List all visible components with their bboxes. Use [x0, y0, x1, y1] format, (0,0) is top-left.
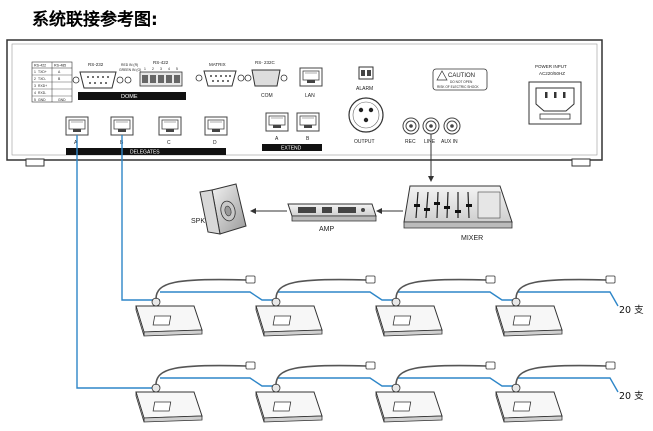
- svg-text:2: 2: [152, 67, 154, 71]
- svg-text:RS-232: RS-232: [88, 62, 104, 67]
- table-right-header: RS-485: [54, 64, 66, 68]
- svg-text:POWER INPUT: POWER INPUT: [535, 64, 567, 69]
- svg-text:DO NOT OPEN: DO NOT OPEN: [450, 80, 473, 84]
- speaker: SPK: [191, 183, 247, 235]
- power-input: POWER INPUT AC220/50HZ: [528, 64, 582, 125]
- delegate-microphone: [495, 275, 616, 337]
- svg-text:AUX IN: AUX IN: [441, 139, 458, 145]
- svg-text:3: 3: [160, 67, 162, 71]
- svg-text:AC220/50HZ: AC220/50HZ: [539, 71, 565, 76]
- alarm-port: ALARM: [356, 66, 374, 92]
- svg-text:RISK OF ELECTRIC SHOCK: RISK OF ELECTRIC SHOCK: [437, 85, 479, 89]
- svg-text:RED IN (R): RED IN (R): [121, 63, 138, 67]
- table-left-cell: TXD-: [38, 77, 46, 81]
- svg-text:GREEN IN (G): GREEN IN (G): [119, 68, 141, 72]
- svg-text:RS-422: RS-422: [153, 60, 169, 65]
- microphone-row-1: [135, 275, 616, 337]
- table-right-cell: A: [58, 70, 61, 74]
- matrix-port: MATRIX: [195, 62, 245, 87]
- extend-ports: A B EXTEND: [262, 112, 322, 152]
- page-title: 系统联接参考图:: [32, 10, 158, 30]
- table-index: 4: [34, 91, 36, 95]
- rs232-port: RS-232: [72, 62, 124, 89]
- svg-text:REC: REC: [405, 139, 416, 145]
- microphone-row-2: [135, 361, 616, 423]
- svg-text:LINE: LINE: [424, 139, 436, 145]
- row2-count: 20 支: [619, 390, 644, 402]
- delegate-port-label: A: [74, 140, 78, 146]
- svg-text:RS- 232C: RS- 232C: [255, 60, 276, 65]
- video-in-jacks: RED IN (R) GREEN IN (G): [119, 63, 141, 84]
- svg-text:OUTPUT: OUTPUT: [354, 139, 375, 145]
- extend-port-label: A: [275, 136, 279, 142]
- table-left-cell: RXD-: [38, 91, 46, 95]
- table-index: 2: [34, 77, 36, 81]
- amp-to-spk-cable: [250, 208, 287, 214]
- mixer-label: MIXER: [461, 235, 483, 242]
- pin-table: RS-422 RS-485 1 2 3 4 5 TXD+ TXD- RXD+ R…: [31, 61, 73, 103]
- amplifier: AMP: [287, 203, 377, 233]
- table-left-cell: GND: [38, 98, 46, 102]
- table-index: 1: [34, 70, 36, 74]
- delegate-cables: [76, 135, 619, 393]
- svg-text:CAUTION: CAUTION: [448, 73, 475, 79]
- row1-count: 20 支: [619, 304, 644, 316]
- delegate-microphone: [495, 361, 616, 423]
- com-port: RS- 232C COM: [244, 60, 288, 99]
- table-index: 5: [34, 98, 36, 102]
- audio-jacks: REC LINE AUX IN: [402, 117, 461, 145]
- svg-text:DOME: DOME: [121, 94, 138, 100]
- table-left-cell: RXD+: [38, 84, 47, 88]
- table-index: 3: [34, 84, 36, 88]
- mixer: MIXER: [403, 185, 513, 242]
- delegate-microphone: [375, 361, 496, 423]
- extend-label: EXTEND: [281, 146, 302, 152]
- table-left-header: RS-422: [34, 64, 46, 68]
- delegate-microphone: [135, 361, 256, 423]
- delegate-port-label: C: [167, 140, 171, 146]
- dome-bar: DOME: [78, 92, 186, 100]
- svg-text:LAN: LAN: [305, 93, 315, 99]
- svg-text:5: 5: [176, 67, 178, 71]
- spk-label: SPK: [191, 218, 205, 225]
- line-to-mixer-cable: [428, 134, 434, 182]
- delegate-microphone: [255, 275, 376, 337]
- table-right-cell: B: [58, 77, 61, 81]
- extend-port-label: B: [306, 136, 310, 142]
- caution-label: CAUTION DO NOT OPEN RISK OF ELECTRIC SHO…: [432, 68, 488, 91]
- table-left-cell: TXD+: [38, 70, 47, 74]
- delegates-label: DELEGATES: [130, 150, 160, 156]
- svg-text:ALARM: ALARM: [356, 86, 373, 92]
- amp-label: AMP: [319, 226, 335, 233]
- delegate-port-label: D: [213, 140, 217, 146]
- table-right-cell: GND: [58, 98, 66, 102]
- delegate-microphone: [375, 275, 496, 337]
- lan-port: LAN: [299, 67, 323, 99]
- delegate-microphone: [135, 275, 256, 337]
- rs422-terminal: RS-422 1 2 3 4 5: [139, 60, 183, 87]
- svg-text:1: 1: [144, 67, 146, 71]
- svg-text:4: 4: [168, 67, 170, 71]
- delegate-microphone: [255, 361, 376, 423]
- svg-text:MATRIX: MATRIX: [209, 62, 226, 67]
- mixer-to-amp-cable: [376, 208, 403, 214]
- svg-text:COM: COM: [261, 93, 273, 99]
- xlr-output: OUTPUT: [348, 97, 384, 145]
